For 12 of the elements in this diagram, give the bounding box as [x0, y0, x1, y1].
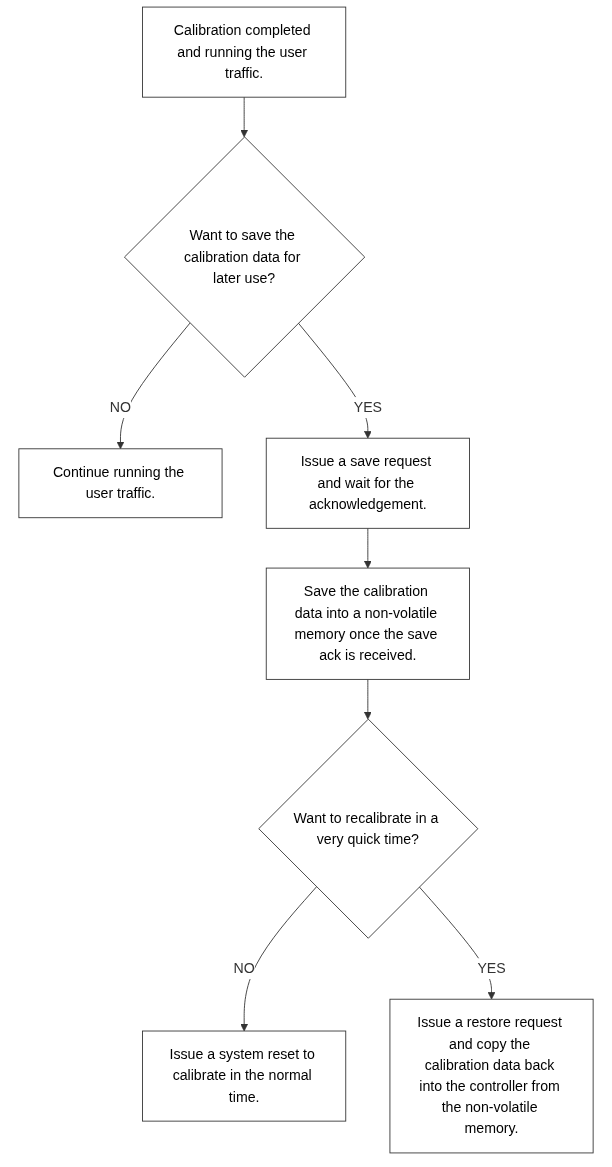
node-box: Issue a save request and wait for the acknowledgement. [265, 437, 470, 529]
node-box: Calibration completed and running the user traffic. [142, 6, 347, 98]
node-diamond: Want to recalibrate in a very quick time? [258, 718, 479, 939]
node-box: Continue running the user traffic. [18, 448, 223, 519]
node-diamond: Want to save the calibration data for later use? [124, 136, 366, 378]
edge-label: NO [109, 399, 132, 415]
edge-label: YES [353, 399, 382, 415]
edge-label: YES [477, 960, 506, 976]
edge-label: NO [233, 960, 255, 976]
node-box: Issue a system reset to calibrate in the normal time. [142, 1030, 347, 1122]
node-box: Issue a restore request and copy the calibration data back into the controller from the non-volatile memory. [389, 998, 594, 1154]
node-box: Save the calibration data into a non-volatile memory once the save ack is received. [265, 567, 470, 680]
